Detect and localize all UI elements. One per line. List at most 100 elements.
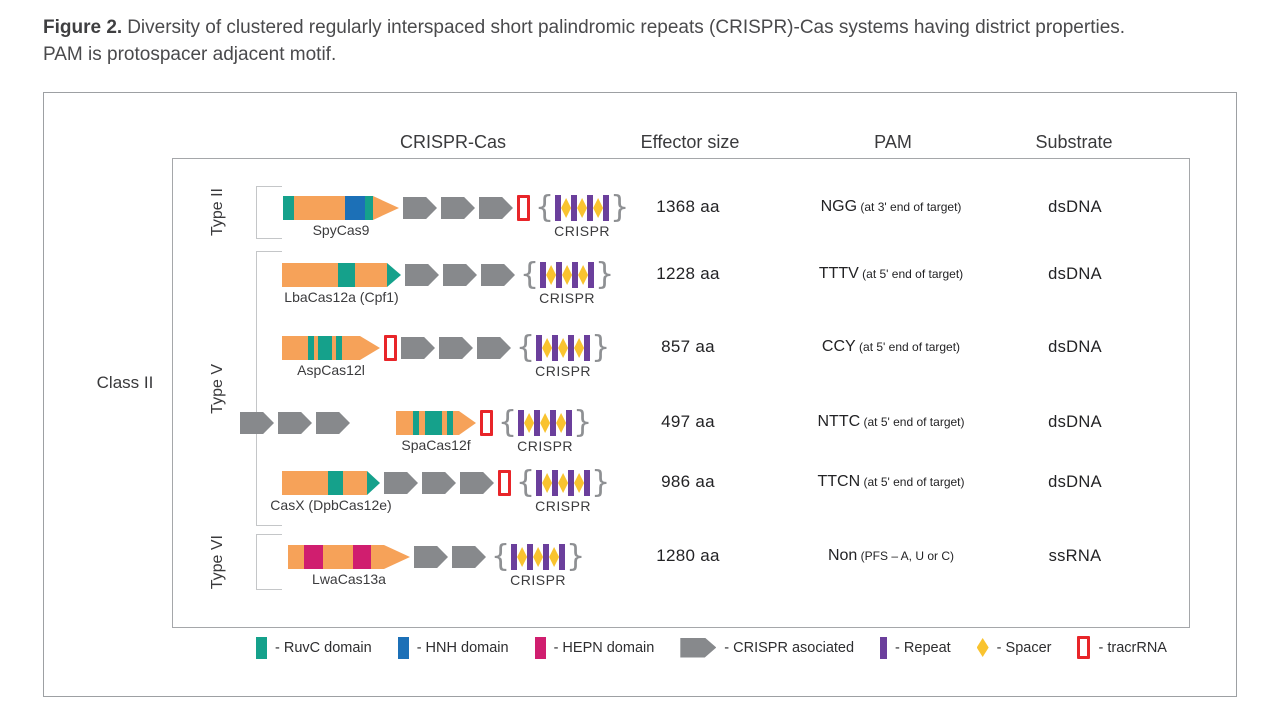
substrate-value: ssRNA — [1048, 547, 1102, 565]
gene-segment — [323, 545, 353, 569]
type-group-label-text: Type V — [209, 363, 226, 414]
effector-size-value: 857 aa — [661, 337, 715, 356]
spacer-diamond-icon — [562, 265, 573, 285]
gene-label: LwaCas13a — [312, 571, 386, 587]
hepn-domain-swatch-icon — [534, 636, 546, 659]
pam-note: (at 3' end of target) — [857, 200, 962, 214]
pam-note: (at 5' end of target) — [858, 267, 964, 281]
crispr-associated-arrow-icon — [477, 337, 511, 359]
repeat-bar-icon — [511, 544, 518, 570]
column-header-crispr-cas: CRISPR-Cas — [399, 132, 507, 152]
spacer-diamond-icon — [561, 198, 572, 218]
repeat-bar-icon — [603, 195, 610, 221]
repeat-bar-icon — [536, 335, 543, 361]
crispr-array: {}CRISPR — [515, 468, 611, 515]
spacer-diamond-icon — [558, 473, 569, 493]
legend-label: - tracrRNA — [1098, 639, 1167, 656]
figure-outer-box — [43, 92, 1237, 697]
tracrRNA-box-icon — [498, 470, 511, 496]
gene-arrowhead — [367, 471, 380, 495]
gene-label: SpyCas9 — [312, 222, 370, 238]
gene-segment — [442, 411, 447, 435]
spacer-diamond-icon — [574, 338, 585, 358]
pam-value: TTTV (at 5' end of target) — [785, 265, 997, 283]
crispr-array: {}CRISPR — [490, 539, 586, 589]
repeat-bar-icon — [534, 410, 541, 436]
gene-label: LbaCas12a (Cpf1) — [284, 289, 399, 305]
effector-size-value: 497 aa — [661, 412, 715, 431]
pam-note: (at 5' end of target) — [855, 340, 961, 354]
pam-value: NGG (at 3' end of target) — [785, 198, 997, 216]
legend-item: - Repeat — [880, 636, 951, 659]
tracrRNA-box-icon — [1077, 636, 1091, 659]
tracrRNA-box-icon — [517, 195, 530, 221]
spacer-diamond-icon — [546, 265, 557, 285]
crispr-array: {}CRISPR — [534, 190, 630, 240]
type-group-label-text: Type II — [209, 188, 226, 237]
figure-caption-number: Figure 2. — [43, 17, 123, 38]
gene-arrow: LbaCas12a (Cpf1) — [282, 263, 401, 305]
type-group-label: Type V — [202, 251, 234, 526]
type-group-bracket — [256, 186, 282, 239]
spacer-diamond-icon — [976, 638, 989, 657]
gene-segment — [413, 411, 419, 435]
gene-segment — [314, 336, 318, 360]
spacer-diamond-icon — [524, 413, 535, 433]
hnh-domain-swatch-icon — [397, 636, 409, 659]
legend-label: - RuvC domain — [275, 639, 372, 656]
legend-label: - Repeat — [895, 639, 951, 656]
type-group-label: Type VI — [202, 534, 234, 590]
gene-segment — [342, 336, 360, 360]
spacer-diamond-icon — [549, 547, 560, 567]
crispr-associated-arrow-icon — [422, 472, 456, 494]
gene-segment — [332, 336, 336, 360]
substrate-value: dsDNA — [1048, 198, 1102, 216]
pam-sequence: NTTC — [817, 413, 861, 430]
crispr-associated-arrow-icon — [405, 264, 439, 286]
figure-caption: Figure 2.Diversity of clustered regularl… — [43, 14, 1243, 68]
crispr-array-label: CRISPR — [535, 363, 592, 379]
close-brace: } — [566, 539, 586, 574]
gene-segment — [328, 471, 343, 495]
close-brace: } — [610, 190, 630, 225]
diagram-inner-box — [172, 158, 1190, 628]
gene-segment — [353, 545, 371, 569]
column-header-substrate: Substrate — [1035, 132, 1113, 152]
substrate-value: dsDNA — [1048, 413, 1102, 431]
pam-sequence: TTTV — [818, 265, 859, 282]
crispr-associated-arrow-icon — [316, 412, 350, 434]
crispr-associated-arrow-icon — [452, 546, 486, 568]
gene-arrow: LwaCas13a — [288, 545, 410, 587]
spacer-diamond-icon — [542, 473, 553, 493]
crispr-associated-arrow-icon — [680, 637, 717, 658]
crispr-associated-arrow-icon — [240, 412, 274, 434]
legend-item: - HNH domain — [397, 636, 509, 659]
repeat-bar-icon — [543, 544, 550, 570]
pam-value: NTTC (at 5' end of target) — [785, 413, 997, 431]
pam-note: (PFS – A, U or C) — [857, 549, 955, 563]
pam-value: CCY (at 5' end of target) — [785, 338, 997, 356]
gene-segment — [283, 196, 294, 220]
crispr-array: {}CRISPR — [519, 257, 615, 307]
legend-item: - CRISPR asociated — [680, 637, 854, 658]
crispr-array: {}CRISPR — [497, 405, 593, 455]
crispr-associated-arrow-icon — [278, 412, 312, 434]
gene-arrow: SpyCas9 — [283, 196, 399, 238]
gene-segment — [294, 196, 345, 220]
close-brace: } — [595, 257, 615, 292]
open-brace: { — [498, 405, 518, 440]
figure-caption-line2: PAM is protospacer adjacent motif. — [43, 44, 337, 65]
gene-segment — [338, 263, 355, 287]
type-group-bracket — [256, 251, 282, 526]
repeat-bar-icon — [556, 262, 563, 288]
repeat-bar-icon — [536, 470, 543, 496]
legend: - RuvC domain- HNH domain- HEPN domain- … — [256, 636, 1167, 659]
open-brace: { — [516, 330, 536, 365]
gene-arrow: CasX (DpbCas12e) — [270, 471, 392, 513]
spacer-diamond-icon — [542, 338, 553, 358]
gene-segment — [343, 471, 367, 495]
legend-item: - Spacer — [976, 638, 1051, 657]
effector-size-value: 986 aa — [661, 472, 715, 491]
crispr-array-label: CRISPR — [517, 438, 574, 454]
diagram-row: SpyCas9 {}CRISPR — [283, 190, 630, 240]
